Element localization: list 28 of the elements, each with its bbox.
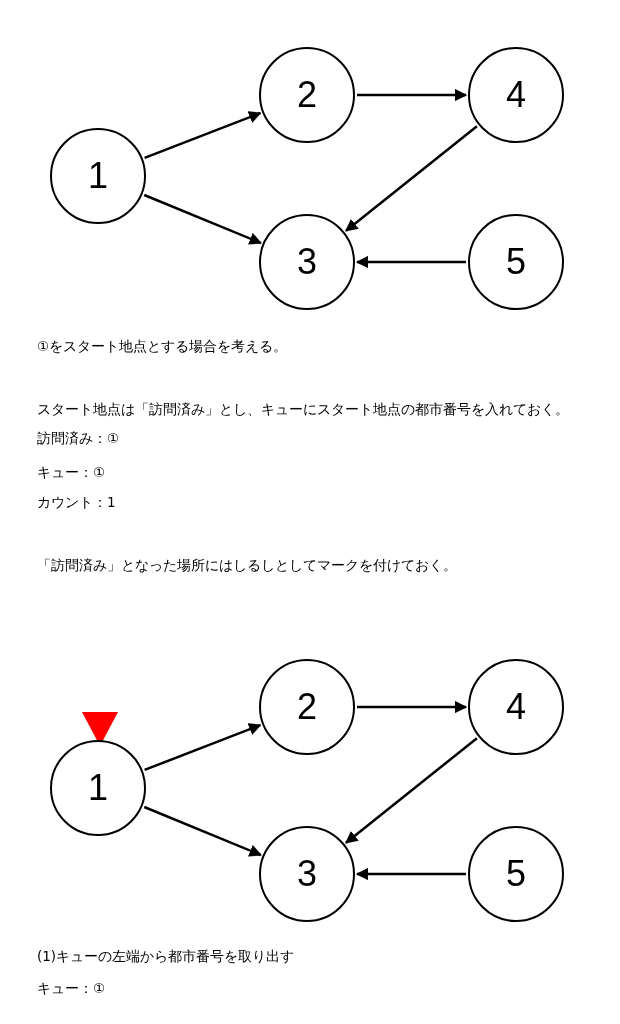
city-circle: 2 [259,47,355,143]
arrow [345,125,478,232]
note-text: (1)キューの左端から都市番号を取り出す [37,948,295,966]
arrow [355,255,466,269]
arrow [143,805,262,857]
arrow [357,700,468,714]
city-circle: 3 [259,214,355,310]
note-text: 訪問済み：① [37,430,120,448]
arrow [144,723,262,772]
arrow [144,111,262,160]
city-circle: 1 [50,128,146,224]
arrow [357,88,468,102]
arrow [345,737,478,844]
city-circle: 1 [50,740,146,836]
note-text: キュー：① [37,980,106,998]
note-text: キュー：① [37,464,106,482]
arrow [355,867,466,881]
note-text: スタート地点は「訪問済み」とし、キューにスタート地点の都市番号を入れておく。 [37,401,569,419]
city-circle: 3 [259,826,355,922]
note-text: 「訪問済み」となった場所にはしるしとしてマークを付けておく。 [37,557,457,575]
city-circle: 4 [468,47,564,143]
city-circle: 5 [468,826,564,922]
city-circle: 2 [259,659,355,755]
arrow [143,193,262,245]
note-text: ①をスタート地点とする場合を考える。 [37,338,288,356]
city-circle: 5 [468,214,564,310]
city-circle: 4 [468,659,564,755]
note-text: カウント：1 [37,494,116,512]
